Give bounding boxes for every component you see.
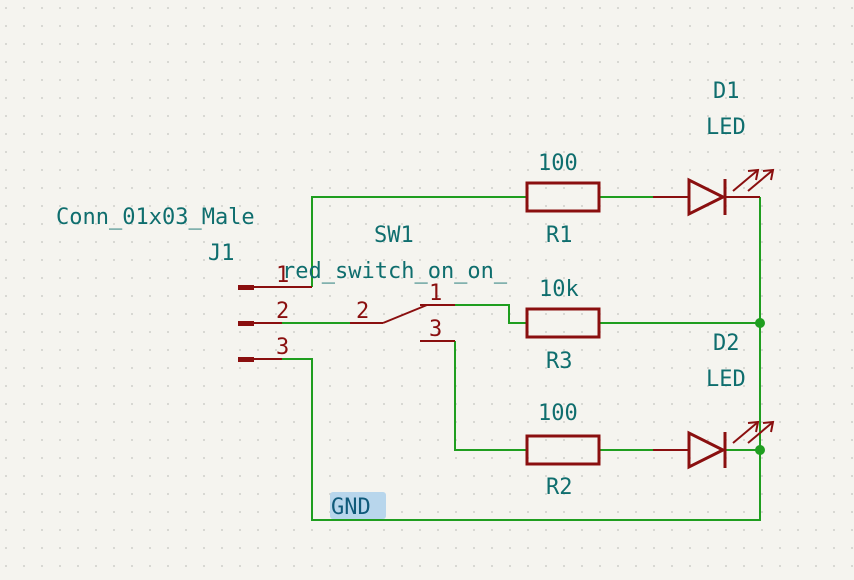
r3-value-label: 10k	[539, 277, 579, 302]
wires	[282, 196, 765, 521]
r3-body	[525, 307, 601, 339]
sw1-value-label: red_switch_on_on_	[282, 259, 508, 284]
sw1-pin2-number: 2	[356, 299, 369, 324]
sw1-pin3-number: 3	[429, 317, 442, 342]
wire-gnd[interactable]	[282, 358, 761, 521]
switch-sw1[interactable]: 2 1 3 SW1 red_switch_on_on_	[282, 223, 508, 342]
j1-ref-label: J1	[208, 241, 235, 266]
net-label-gnd[interactable]: GND	[330, 492, 386, 520]
d1-triangle	[687, 177, 727, 217]
r3-ref-label: R3	[546, 349, 573, 374]
d1-light-arrows	[732, 168, 775, 192]
wire-sw1-pin3-to-r2[interactable]	[454, 341, 527, 451]
d2-ref-label: D2	[713, 331, 740, 356]
gnd-label-highlight	[330, 492, 386, 519]
wire-sw1-pin1-to-r3[interactable]	[455, 304, 527, 324]
r2-body	[525, 434, 601, 466]
j1-pin2-stub	[238, 321, 254, 326]
resistor-r2[interactable]: 100 R2	[525, 401, 601, 500]
resistor-r3[interactable]: 10k R3	[525, 277, 601, 374]
d2-triangle	[687, 430, 727, 470]
sw1-pin1-number: 1	[429, 281, 442, 306]
d2-value-label: LED	[706, 367, 746, 392]
r1-value-label: 100	[538, 151, 578, 176]
r2-ref-label: R2	[546, 475, 573, 500]
r1-body	[525, 181, 601, 213]
sw1-lever	[382, 304, 428, 324]
j1-pin3-number: 3	[276, 335, 289, 360]
wire-j1-pin1-to-r1[interactable]	[311, 196, 527, 287]
connector-j1[interactable]: 1 2 3 Conn_01x03_Male J1	[56, 205, 312, 362]
junction-dot	[755, 445, 765, 455]
gnd-label-text: GND	[331, 495, 371, 520]
led-d1[interactable]: D1 LED	[653, 79, 775, 217]
d2-light-arrows	[732, 420, 775, 444]
junction-dot	[755, 318, 765, 328]
led-d2[interactable]: D2 LED	[653, 331, 775, 470]
j1-pin3-stub	[238, 357, 254, 362]
j1-pin1-stub	[238, 285, 254, 290]
resistor-r1[interactable]: 100 R1	[525, 151, 601, 248]
j1-pin2-number: 2	[276, 299, 289, 324]
d1-value-label: LED	[706, 115, 746, 140]
j1-pin1-number: 1	[276, 263, 289, 288]
r1-ref-label: R1	[546, 223, 573, 248]
d1-ref-label: D1	[713, 79, 740, 104]
sw1-ref-label: SW1	[374, 223, 414, 248]
j1-value-label: Conn_01x03_Male	[56, 205, 255, 230]
r2-value-label: 100	[538, 401, 578, 426]
